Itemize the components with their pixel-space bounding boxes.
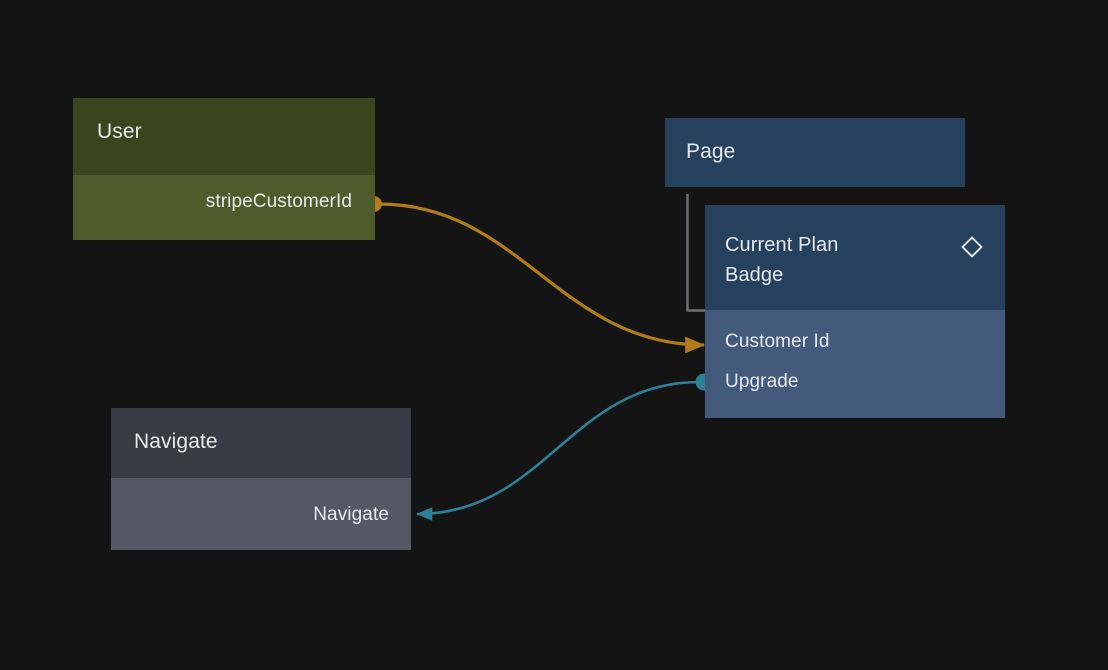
node-current-plan-badge-title-line1: Current Plan [725,234,839,256]
page-child-bracket [686,194,707,312]
edge-stripecustomerid-to-customerid [378,202,705,354]
node-user-title: User [97,120,142,143]
field-customer-id[interactable]: Customer Id [725,331,830,352]
edge-upgrade-to-navigate [416,380,701,521]
node-user-body[interactable]: stripeCustomerId [73,175,375,240]
node-current-plan-badge-body[interactable]: Customer Id Upgrade [705,310,1005,418]
diamond-icon [961,236,983,258]
node-navigate-header[interactable]: Navigate [111,408,411,478]
node-page-header[interactable]: Page [665,118,965,187]
node-navigate-title: Navigate [134,430,218,453]
field-navigate[interactable]: Navigate [313,504,389,525]
node-page-title: Page [686,140,736,163]
field-stripecustomerid[interactable]: stripeCustomerId [205,191,352,212]
field-upgrade[interactable]: Upgrade [725,371,799,392]
node-navigate-body[interactable]: Navigate [111,478,411,550]
node-current-plan-badge-header[interactable]: Current Plan Badge [705,205,1005,310]
node-user-header[interactable]: User [73,98,375,175]
node-current-plan-badge-title: Current Plan Badge [725,230,935,290]
node-current-plan-badge-title-line2: Badge [725,264,784,286]
